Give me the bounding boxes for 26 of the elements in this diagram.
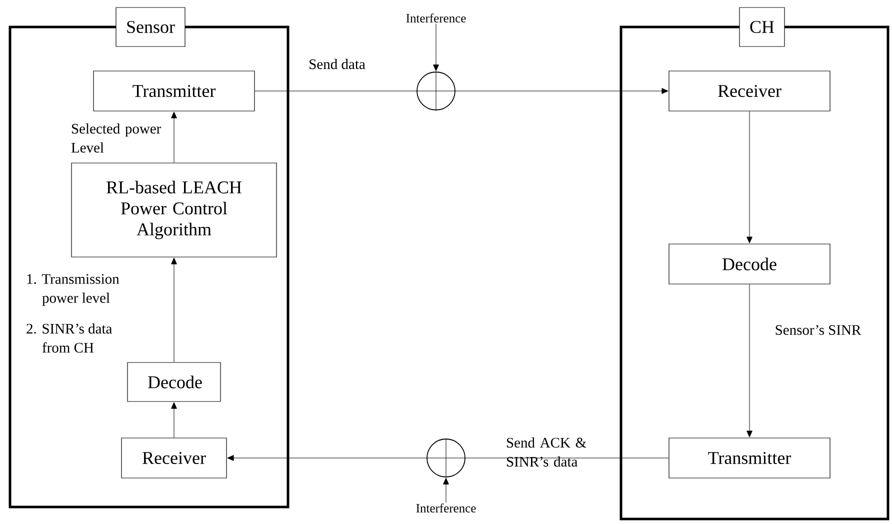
arrow <box>227 455 427 461</box>
arrow <box>171 402 177 438</box>
arrow <box>746 111 752 244</box>
arrow <box>171 258 177 362</box>
summing-junction <box>416 71 456 111</box>
arrow <box>443 478 449 503</box>
process-box: Decode <box>127 362 221 402</box>
process-box: Receiver <box>121 438 227 478</box>
process-box: Transmitter <box>668 438 830 478</box>
edge-label: Send data <box>310 58 366 70</box>
arrow <box>455 88 668 94</box>
list-item: 2. SINR’s data from CH <box>26 323 112 353</box>
arrow <box>746 284 752 438</box>
process-box: Transmitter <box>93 70 255 112</box>
edge-label: Sensor’s SINR <box>776 325 862 335</box>
process-box: Decode <box>668 244 830 284</box>
edge-label: Selected power Level <box>71 123 162 153</box>
interference-label: Interference <box>406 14 466 22</box>
edge-label: Send ACK & SINR’s data <box>506 437 586 467</box>
list-item: 1. Transmission power level <box>27 274 120 306</box>
process-box: Receiver <box>668 70 830 112</box>
arrow <box>433 23 439 72</box>
arrow <box>171 112 177 163</box>
summing-junction <box>426 438 466 478</box>
interference-label: Interference <box>416 504 476 512</box>
process-box: RL-based LEACH Power Control Algorithm <box>71 162 277 258</box>
